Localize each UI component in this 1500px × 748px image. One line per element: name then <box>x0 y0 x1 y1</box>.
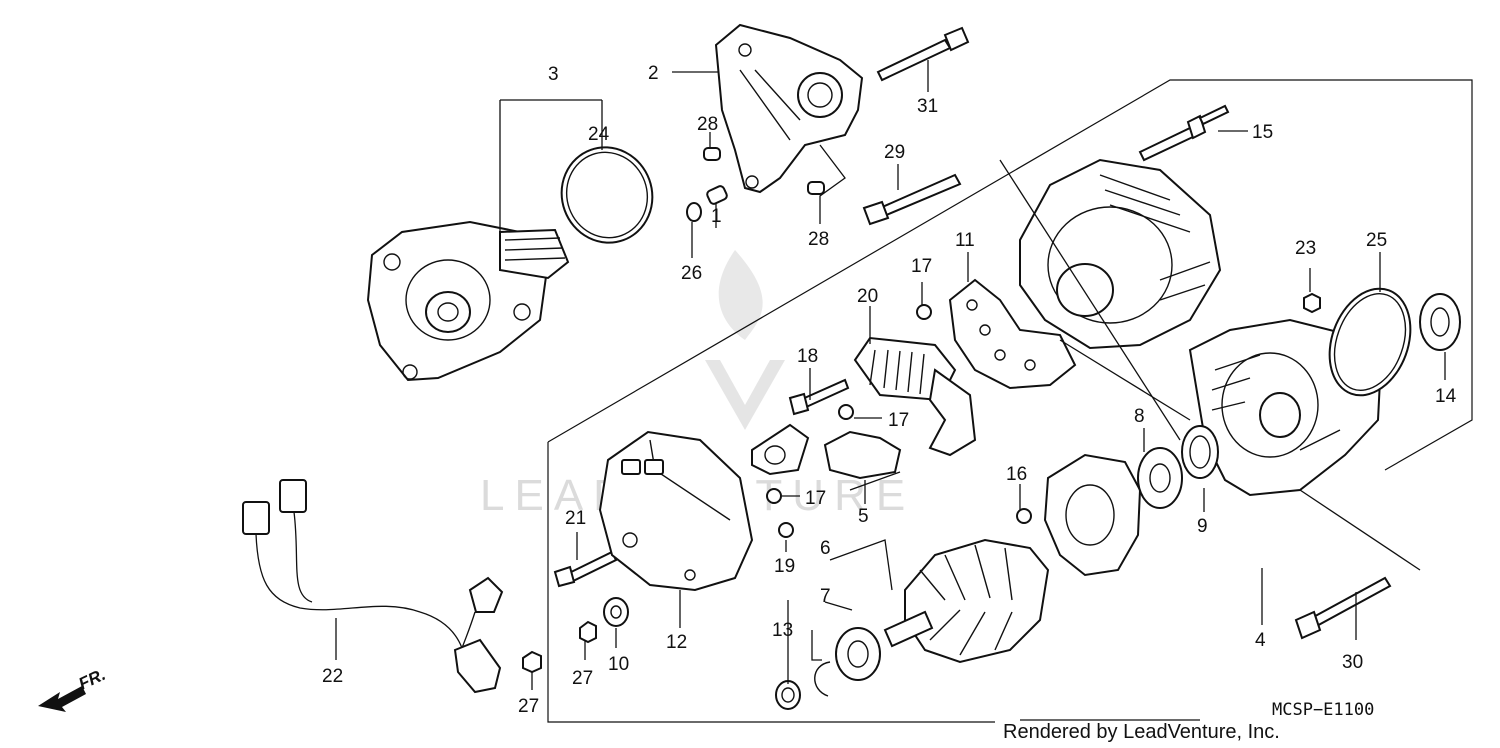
callout-labels: 3 24 2 28 1 26 28 31 29 15 17 11 20 18 1… <box>322 63 1457 717</box>
callout-31: 31 <box>917 96 938 117</box>
callout-6: 6 <box>820 538 831 559</box>
end-cover-12 <box>598 430 754 592</box>
credit-text: Rendered by LeadVenture, Inc. <box>1003 721 1280 743</box>
brush-holder-5 <box>751 423 902 480</box>
callout-18: 18 <box>797 346 818 367</box>
rectifier-11 <box>948 278 1077 390</box>
callout-9: 9 <box>1197 516 1208 537</box>
bolt-18 <box>788 378 850 416</box>
screw-19 <box>778 522 794 538</box>
seal-9 <box>1181 425 1219 479</box>
callout-5: 5 <box>858 506 869 527</box>
bearing-14 <box>1419 293 1461 351</box>
callout-17b: 17 <box>888 410 909 431</box>
nut-27b <box>522 650 542 674</box>
callout-24: 24 <box>588 124 610 145</box>
bearing-7 <box>835 627 881 681</box>
rotor-plate <box>1043 453 1142 577</box>
washer-26 <box>686 202 702 222</box>
collar-1 <box>706 185 728 205</box>
callout-20: 20 <box>857 286 878 307</box>
bolt-15 <box>1138 104 1230 162</box>
screw-16 <box>1016 508 1032 524</box>
callout-3: 3 <box>548 64 559 85</box>
callout-17c: 17 <box>805 488 826 509</box>
callout-28b: 28 <box>808 229 829 250</box>
assembly-outline <box>547 79 1473 723</box>
callout-15: 15 <box>1252 122 1273 143</box>
wire-harness-22 <box>242 479 504 694</box>
callout-22: 22 <box>322 666 343 687</box>
callout-26: 26 <box>681 263 702 284</box>
callout-29: 29 <box>884 142 905 163</box>
callout-13: 13 <box>772 620 793 641</box>
o-ring-24 <box>560 146 654 244</box>
callout-12: 12 <box>666 632 687 653</box>
starter-cover <box>714 23 864 194</box>
callout-27a: 27 <box>572 668 593 689</box>
callout-7: 7 <box>820 586 831 607</box>
diagram-code: MCSP−E1100 <box>1272 700 1374 720</box>
callout-8: 8 <box>1134 406 1145 427</box>
regulator-20 <box>853 336 977 457</box>
bolt-21 <box>553 550 618 588</box>
callout-2: 2 <box>648 63 659 84</box>
alternator-front-housing <box>1019 158 1222 350</box>
callout-30: 30 <box>1342 652 1363 673</box>
callout-17a: 17 <box>911 256 932 277</box>
bolt-30 <box>1294 576 1392 640</box>
bolt-31 <box>876 26 970 82</box>
dowel-28a <box>703 147 721 161</box>
front-direction-arrow: FR. <box>38 665 109 712</box>
bearing-8 <box>1137 447 1183 509</box>
leader-lines <box>335 60 1446 690</box>
screw-17c <box>766 488 782 504</box>
callout-25: 25 <box>1366 230 1387 251</box>
starter-clutch-housing <box>366 220 570 382</box>
o-ring-25 <box>1328 287 1412 397</box>
rotor-6 <box>883 538 1050 664</box>
callout-21: 21 <box>565 508 586 529</box>
circlip-7 <box>814 661 831 697</box>
screw-17a <box>916 304 932 320</box>
grommet-10 <box>603 597 629 627</box>
dowel-28b <box>807 181 825 195</box>
callout-19: 19 <box>774 556 795 577</box>
callout-27b: 27 <box>518 696 539 717</box>
callout-10: 10 <box>608 654 629 675</box>
callout-11: 11 <box>955 230 975 251</box>
callout-4: 4 <box>1255 630 1266 651</box>
collar-13 <box>775 680 801 710</box>
nut-23 <box>1303 292 1321 314</box>
callout-1: 1 <box>711 206 722 227</box>
screw-17b <box>838 404 854 420</box>
callout-14: 14 <box>1435 386 1457 407</box>
callout-16: 16 <box>1006 464 1027 485</box>
callout-28a: 28 <box>697 114 718 135</box>
bolt-29 <box>862 173 962 226</box>
nut-27a <box>579 620 597 644</box>
callout-23: 23 <box>1295 238 1316 259</box>
